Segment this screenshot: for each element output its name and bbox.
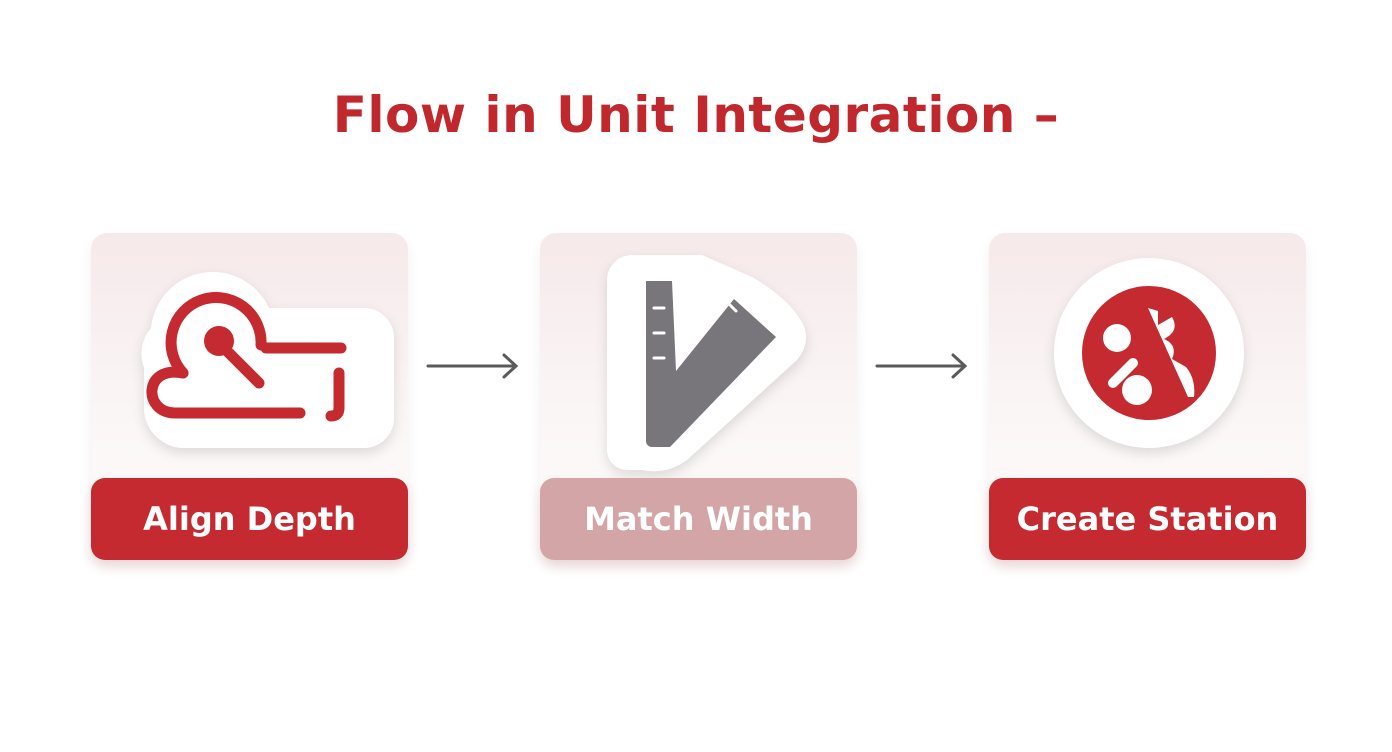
tools-icon bbox=[1054, 258, 1244, 448]
arrow-right-icon bbox=[426, 353, 519, 379]
step-label-create-station: Create Station bbox=[989, 478, 1306, 560]
diagram-title: Flow in Unit Integration – bbox=[332, 86, 1060, 144]
step-card-create-station: Create Station bbox=[989, 233, 1306, 560]
tape-measure-icon bbox=[141, 271, 394, 448]
step-card-align-depth: Align Depth bbox=[91, 233, 408, 560]
step-label-match-width: Match Width bbox=[540, 478, 857, 560]
arrow-right-icon bbox=[875, 353, 968, 379]
step-label-align-depth: Align Depth bbox=[91, 478, 408, 560]
step-card-match-width: Match Width bbox=[540, 233, 857, 560]
ruler-square-icon bbox=[607, 255, 806, 472]
